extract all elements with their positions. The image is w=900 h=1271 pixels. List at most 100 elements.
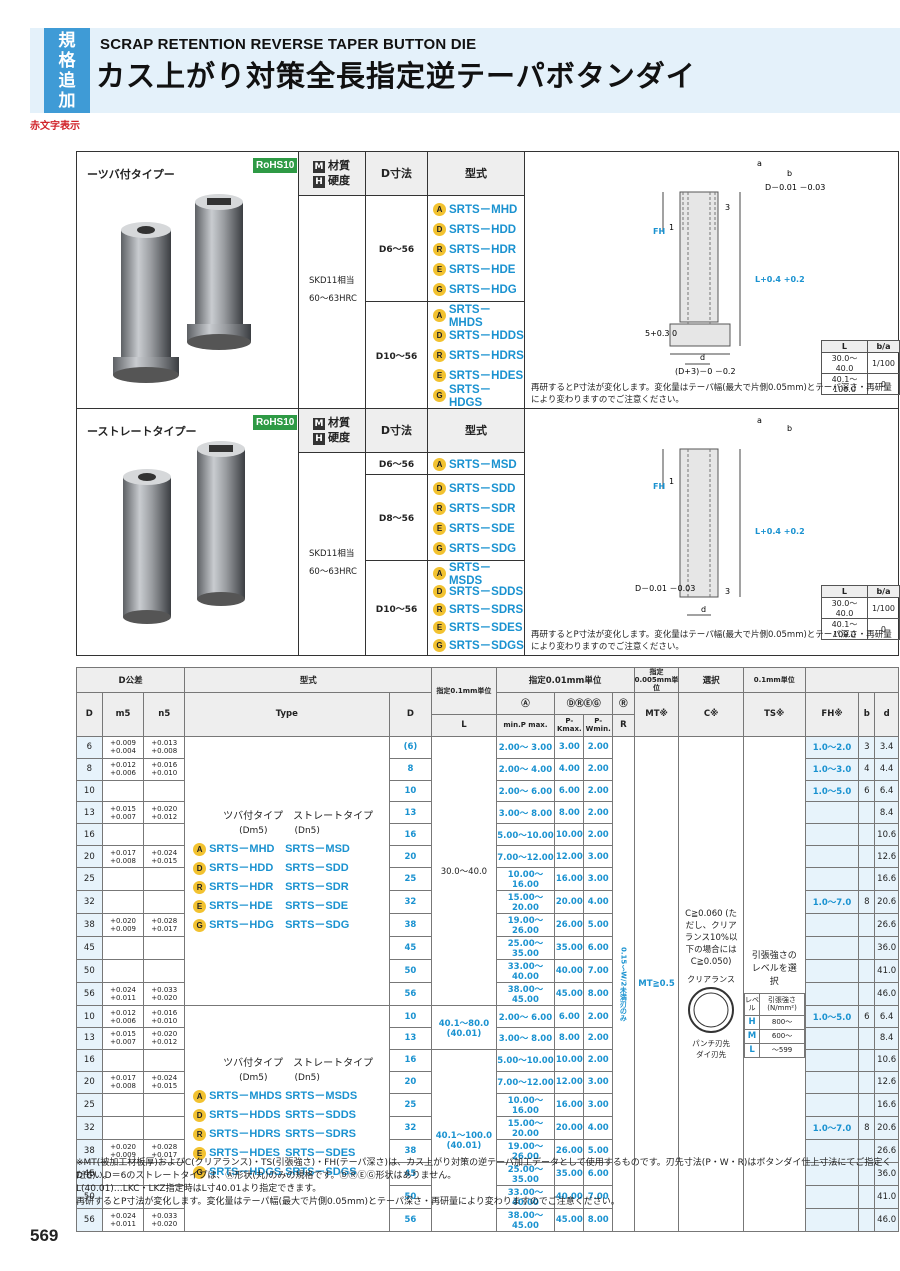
- spec-cell: 2.00: [583, 1005, 614, 1029]
- m-mark: M: [313, 161, 325, 173]
- spec-cell: 32: [388, 890, 433, 915]
- straight-code: SRTS－SDE: [285, 899, 349, 912]
- type-code-text: SRTS－SDES: [449, 622, 523, 634]
- shape-mark: R: [193, 1128, 207, 1142]
- spec-cell: 50: [388, 959, 433, 984]
- ts-text: 引張強さのレベルを選択: [751, 950, 797, 987]
- spec-cell: 15.00～20.00: [495, 890, 556, 915]
- dim-five: 5+0.3 0: [645, 329, 677, 338]
- spec-cell: 16.00: [554, 1092, 585, 1117]
- hardness-head-text: 硬度: [328, 174, 350, 187]
- spec-cell: 38: [76, 913, 103, 938]
- shape-mark: G: [193, 1166, 207, 1180]
- spec-cell: 5.00～10.00: [495, 823, 556, 847]
- spec-cell: 38.00～45.00: [495, 1207, 556, 1232]
- spec-cell: ～599: [759, 1042, 805, 1058]
- spec-cell: C≧0.060 (ただし、クリアランス10%以下の場合にはC≧0.050)クリア…: [678, 735, 744, 1232]
- spec-cell: 4.4: [874, 757, 899, 781]
- spec-cell: 56: [388, 982, 433, 1007]
- spec-cell: 1.0～7.0: [804, 1115, 860, 1140]
- spec-cell: 12.6: [874, 1070, 899, 1094]
- dim-tolerance: D－0.01 －0.03: [635, 584, 695, 593]
- type-code-text: SRTS－MSDS: [448, 562, 492, 587]
- title-english: SCRAP RETENTION REVERSE TAPER BUTTON DIE: [100, 36, 477, 53]
- dim-a: a: [757, 416, 762, 425]
- spec-cell: 7.00～12.00: [495, 1070, 556, 1094]
- spec-cell: 50: [76, 959, 103, 984]
- shape-mark: G: [433, 282, 446, 296]
- shape-mark: G: [433, 541, 446, 555]
- spec-cell: 20: [388, 1070, 433, 1094]
- tag-char: 格: [58, 51, 76, 71]
- spec-cell: 26.6: [874, 1138, 899, 1163]
- spec-cell: 3.00: [583, 1070, 614, 1094]
- flanged-code: SRTS－HDGS: [209, 1166, 282, 1179]
- straight-die-photo: [123, 441, 245, 624]
- header-band: [30, 28, 900, 113]
- type-code-text: SRTS－HDG: [449, 284, 517, 296]
- spec-cell: 6.00: [583, 936, 614, 961]
- spec-cell: 2.00: [583, 801, 614, 825]
- shape-mark: E: [193, 899, 207, 913]
- spec-cell: [804, 959, 860, 984]
- shape-mark: A: [433, 308, 446, 322]
- spec-cell: [101, 1092, 145, 1117]
- spec-cell: [101, 890, 145, 915]
- spec-cell: m5: [101, 692, 145, 737]
- spec-cell: 8: [76, 757, 103, 781]
- spec-cell: 33.00～40.00: [495, 959, 556, 984]
- spec-cell: 8.00: [583, 982, 614, 1007]
- spec-cell: [143, 1092, 186, 1117]
- dim-group: D10～56: [375, 604, 418, 615]
- type-code-text: SRTS－HDD: [449, 224, 517, 236]
- spec-cell: 3.00: [583, 867, 614, 892]
- flanged-drawing: a b D－0.01 －0.03 FH L+0.4 +0.2 d (D+3)－0…: [645, 159, 825, 376]
- spec-cell: [804, 1184, 860, 1209]
- spec-cell: 8.4: [874, 1027, 899, 1050]
- spec-cell: [858, 1048, 876, 1072]
- mini-head: b/a: [866, 585, 900, 598]
- spec-cell: [143, 867, 186, 892]
- spec-cell: [101, 1048, 145, 1072]
- spec-cell: 600～: [759, 1028, 805, 1044]
- spec-cell: [143, 823, 186, 847]
- spec-cell: [143, 890, 186, 915]
- straight-code: SRTS－SDGS: [285, 1166, 357, 1179]
- spec-cell: 10: [76, 779, 103, 803]
- spec-cell: 2.00～ 6.00: [495, 779, 556, 803]
- material-value: SKD11相当: [309, 549, 355, 559]
- spec-cell: 6.00: [554, 1005, 585, 1029]
- type-code-text: SRTS－MHDS: [448, 304, 492, 329]
- shape-mark: R: [433, 242, 446, 256]
- spec-cell: 1.0～2.0: [804, 735, 860, 759]
- spec-cell: [858, 1027, 876, 1050]
- spec-cell: 6: [858, 779, 876, 803]
- spec-cell: [804, 936, 860, 961]
- spec-cell: 36.0: [874, 936, 899, 961]
- red-text-note: 赤文字表示: [30, 121, 80, 132]
- spec-cell: 10.00～16.00: [495, 867, 556, 892]
- spec-cell: 10.6: [874, 1048, 899, 1072]
- spec-cell: [804, 913, 860, 938]
- mini-cell: 0: [866, 618, 900, 640]
- dim-l: L+0.4 +0.2: [755, 527, 805, 536]
- shape-mark: D: [193, 861, 207, 875]
- flanged-code: SRTS－HDG: [209, 918, 274, 931]
- spec-cell: +0.033 +0.020: [143, 1207, 186, 1232]
- shape-mark: D: [433, 222, 446, 236]
- spec-cell: [143, 1184, 186, 1209]
- spec-cell: b: [858, 692, 876, 737]
